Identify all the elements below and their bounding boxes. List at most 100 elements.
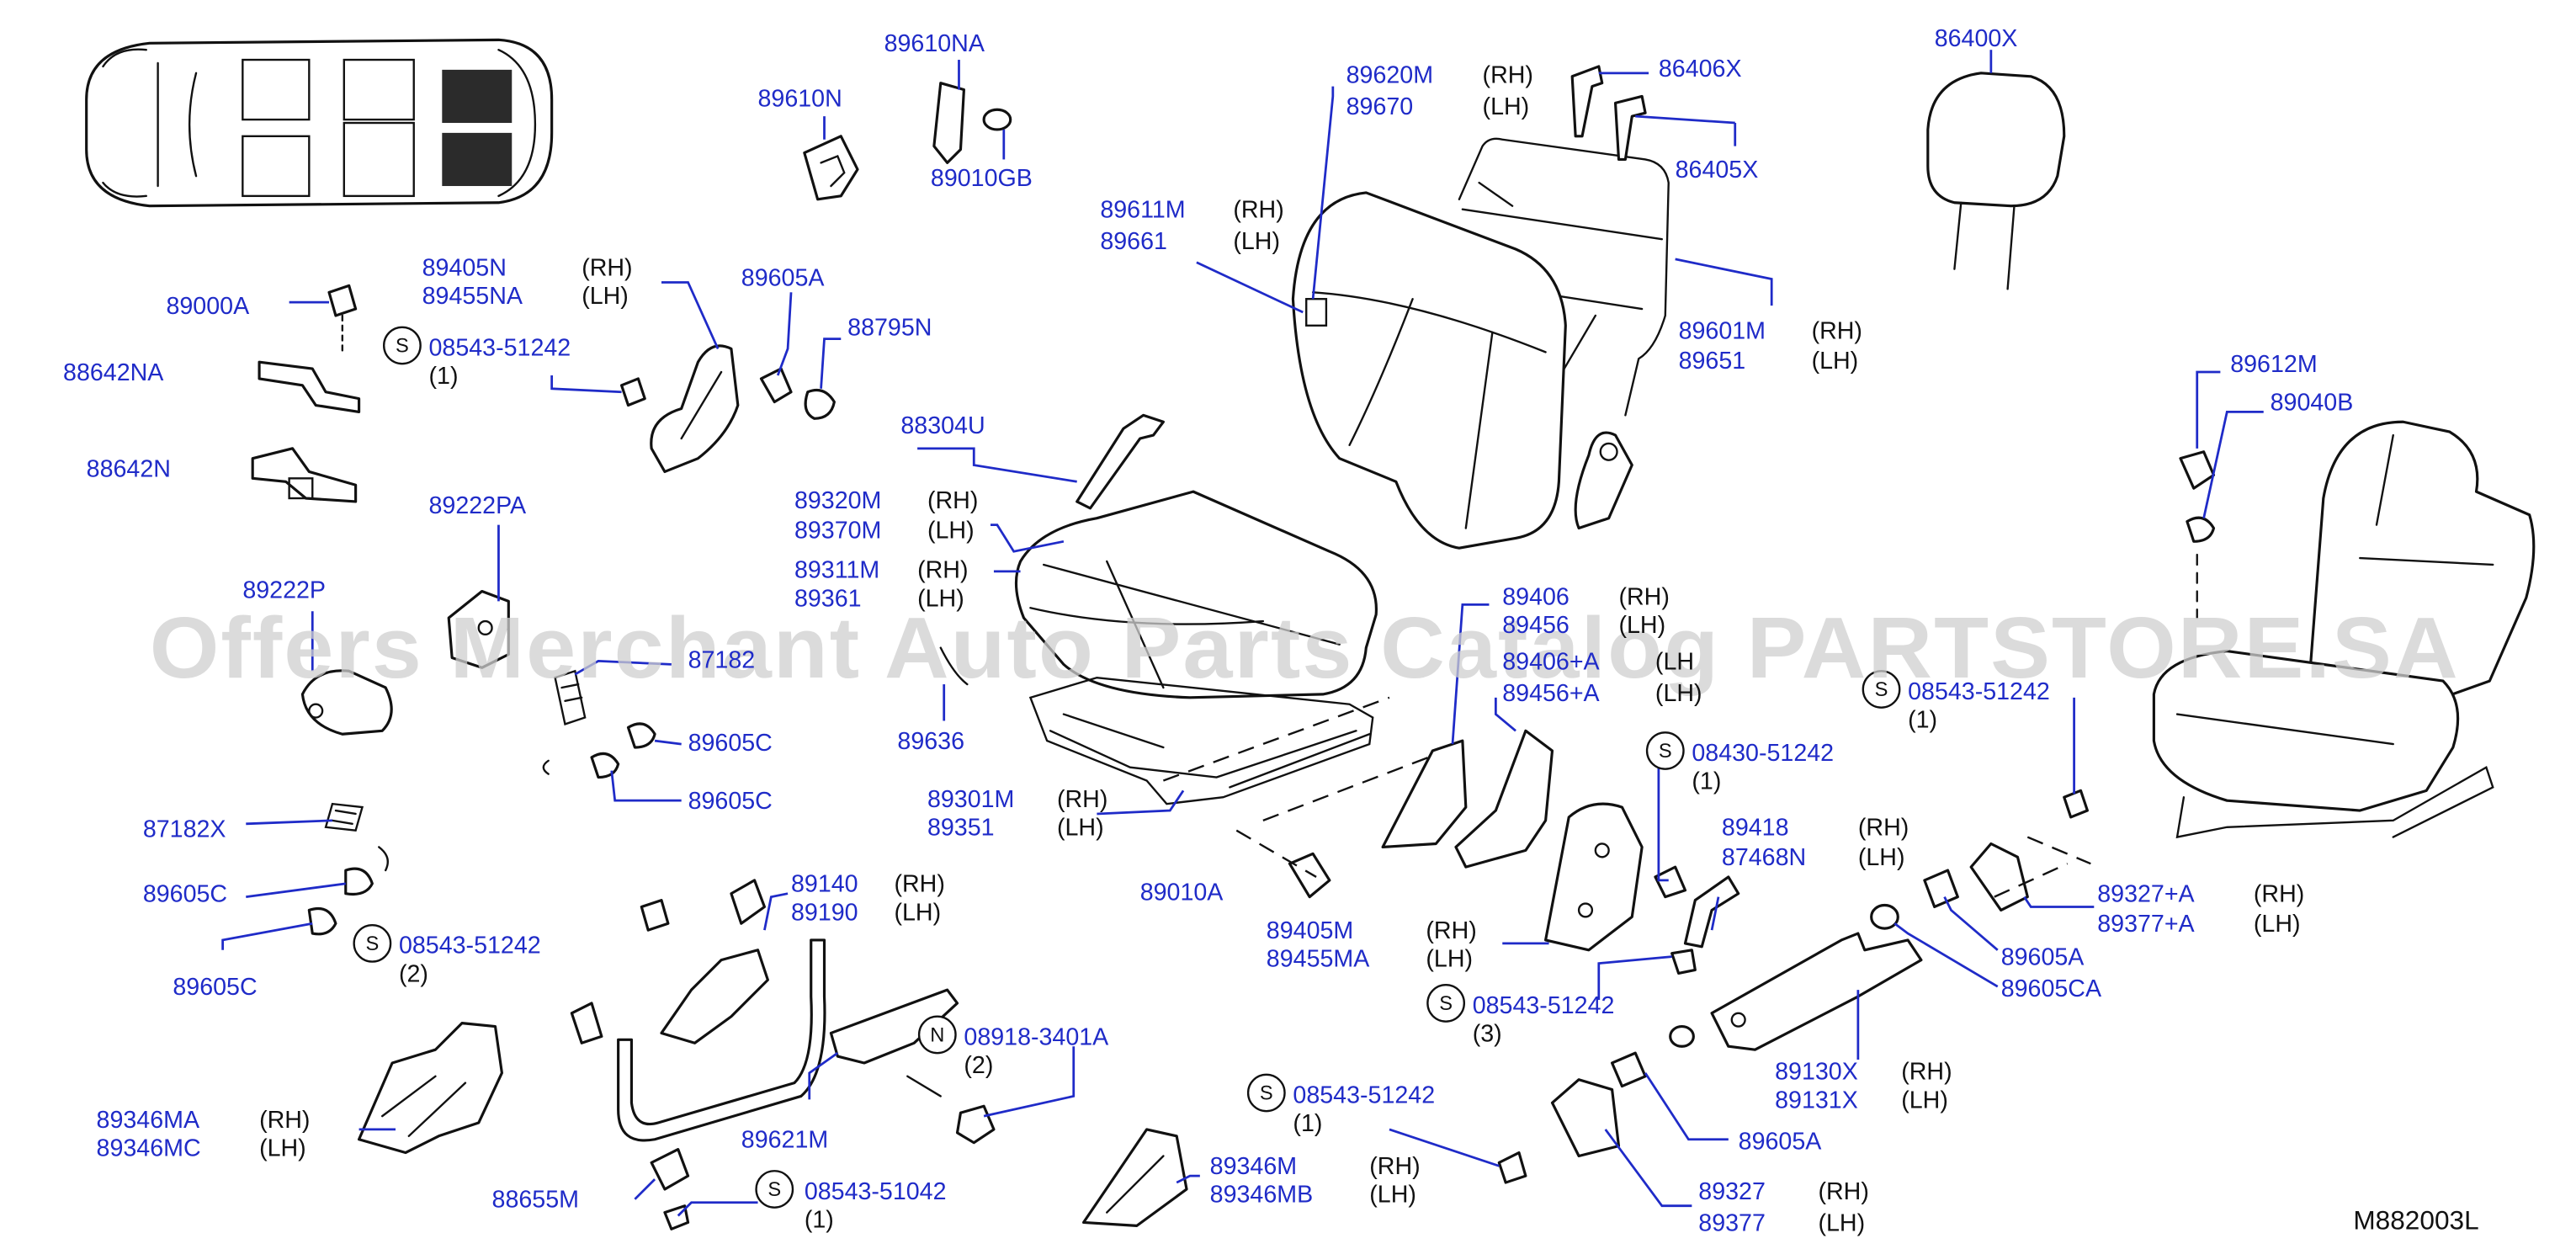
label-text: (LH)	[1858, 844, 1905, 871]
vehicle-overview-illustration	[85, 38, 554, 208]
label-text: (1)	[1908, 706, 1937, 733]
part-label: 89605A	[1739, 1129, 1823, 1156]
label-text: (LH)	[1901, 1087, 1948, 1113]
part-label: 89346MB	[1210, 1182, 1314, 1209]
rail-89621m	[829, 988, 959, 1098]
label-text: (RH)	[259, 1107, 310, 1134]
label-text: (RH)	[1901, 1059, 1952, 1086]
part-label: 08543-51242	[1473, 992, 1615, 1019]
bolt-89000a	[327, 284, 358, 353]
label-text: (RH)	[1483, 62, 1533, 89]
part-label: 88795N	[847, 315, 932, 342]
label-text: (RH)	[917, 557, 968, 584]
part-label: 89222PA	[429, 492, 528, 519]
part-label: 89406	[1502, 583, 1570, 610]
part-label: 89636	[897, 728, 964, 755]
part-label: 08918-3401A	[964, 1023, 1109, 1050]
label-text: (RH)	[582, 255, 632, 282]
label-text: S	[1439, 993, 1453, 1015]
label-text: S	[1659, 741, 1672, 763]
assembly-dashed-lines	[1235, 829, 2091, 898]
handle-89610n	[803, 135, 859, 201]
label-text: (RH)	[1858, 815, 1909, 842]
label-text: (LH)	[1426, 946, 1473, 973]
part-label: 89620M	[1346, 62, 1433, 89]
part-label: 89361	[794, 585, 862, 612]
trim-89406	[1381, 729, 1554, 869]
spring-87182x	[307, 802, 389, 936]
part-label: 89621M	[741, 1127, 828, 1154]
seat-back-frame-89601m	[1458, 137, 1670, 530]
bolt-89010a	[1288, 852, 1331, 899]
label-text: (2)	[399, 960, 428, 987]
part-label: 86406X	[1659, 56, 1742, 82]
label-text: (RH)	[1057, 786, 1107, 813]
part-label: 89010GB	[931, 165, 1033, 192]
part-label: 89370M	[794, 517, 881, 544]
seat-back-cushion-89611m	[1291, 191, 1567, 550]
part-label: 08543-51242	[1293, 1082, 1435, 1108]
part-label: 89612M	[2230, 351, 2317, 378]
cover-89346m	[1082, 1128, 1188, 1227]
part-label: 87468N	[1722, 844, 1806, 871]
diagram-code: M882003L	[2353, 1204, 2478, 1235]
bolt-89605a-top	[759, 367, 836, 420]
label-text: (1)	[1692, 768, 1721, 795]
label-text: (RH)	[894, 871, 944, 898]
hook-89636	[939, 646, 969, 686]
part-label: 89651	[1679, 348, 1746, 375]
label-text: (RH)	[2254, 881, 2304, 908]
part-label: 88642NA	[63, 359, 164, 386]
part-label: 08543-51242	[399, 933, 541, 959]
label-text: (LH)	[1369, 1182, 1416, 1209]
part-label: 89190	[791, 899, 858, 926]
label-text: (LH)	[1483, 93, 1530, 120]
label-text: S	[1260, 1082, 1273, 1104]
part-label: 89605C	[688, 788, 773, 815]
part-label: 89605CA	[2001, 975, 2102, 1002]
label-text: (RH)	[1618, 583, 1669, 610]
part-label: 89456	[1502, 612, 1570, 639]
lever-87468n	[1683, 875, 1740, 949]
part-label: 89327	[1698, 1178, 1766, 1205]
bracket-89327a	[1969, 789, 2089, 912]
lever-bracket-89140	[570, 879, 769, 1044]
headrest-86400x	[1926, 72, 2066, 290]
block-88655m	[650, 1148, 690, 1230]
part-label: 89346M	[1210, 1153, 1297, 1180]
part-label: 88304U	[900, 412, 985, 439]
part-label: 89320M	[794, 487, 881, 514]
label-text: S	[767, 1179, 781, 1201]
label-text: (LH)	[259, 1135, 306, 1161]
label-text: (LH)	[1812, 348, 1859, 375]
label-text: (3)	[1473, 1020, 1502, 1047]
rod-88304u	[1076, 413, 1165, 510]
spring-87182	[554, 669, 587, 725]
label-text: S	[365, 933, 379, 955]
standard-part-symbols: S S S S S S S N	[353, 326, 1901, 1209]
tube-89140	[617, 938, 826, 1142]
part-label: 89346MA	[97, 1107, 200, 1134]
label-text: N	[930, 1024, 944, 1046]
part-label: 08543-51242	[1908, 678, 2050, 705]
latch-89346ma	[357, 1022, 503, 1155]
label-text: (RH)	[927, 487, 978, 514]
part-label: 89605A	[2001, 944, 2085, 971]
label-text: (LH)	[582, 283, 629, 310]
part-label: 89661	[1100, 228, 1167, 255]
part-label: 89377+A	[2097, 911, 2195, 938]
bracket-88642na	[258, 360, 361, 413]
part-label: 89222P	[242, 577, 326, 603]
part-label: 89456+A	[1502, 680, 1600, 707]
bolt-08543-51242-top	[620, 377, 646, 407]
label-text: (1)	[429, 363, 459, 390]
part-label: 89610NA	[884, 30, 985, 57]
part-label: 89311M	[794, 557, 879, 584]
label-text: (RH)	[1369, 1153, 1420, 1180]
hinge-cover-89405n	[650, 344, 740, 474]
guide-pins-86406x	[1570, 65, 1647, 162]
part-label: 89346MC	[97, 1135, 201, 1161]
part-label: 08543-51042	[805, 1178, 947, 1205]
part-label: 87182X	[143, 816, 226, 843]
